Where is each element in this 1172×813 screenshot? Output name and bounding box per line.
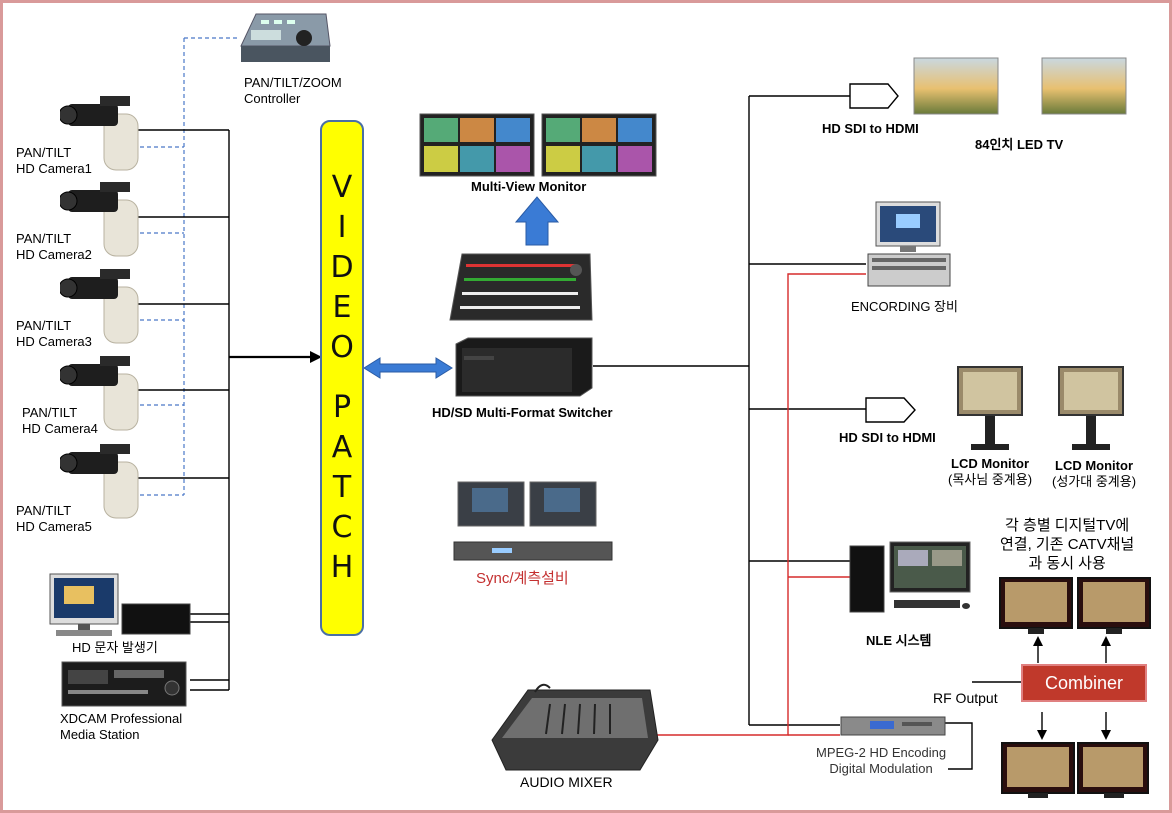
- switcher-device: [454, 336, 594, 403]
- video-patch-letter: H: [330, 550, 354, 585]
- led-tv-device: [912, 56, 1130, 123]
- ptz-controller-device: [236, 6, 331, 68]
- digital-tv-note: 각 층별 디지털TV에 연결, 기존 CATV채널 과 동시 사용: [1000, 517, 1135, 572]
- sync-device: [452, 478, 614, 571]
- char-generator-label: HD 문자 발생기: [72, 640, 158, 655]
- camera-icon: [58, 352, 142, 437]
- nle-device: [846, 540, 972, 623]
- nle-label: NLE 시스템: [866, 633, 932, 648]
- switcher-label: HD/SD Multi-Format Switcher: [432, 405, 613, 420]
- lcd-monitor-2-label: LCD Monitor (성가대 중계용): [1052, 458, 1137, 489]
- video-patch-letter: C: [331, 510, 353, 545]
- char-generator-device: [48, 572, 193, 643]
- encoding-device: [866, 200, 952, 295]
- video-patch-letter: E: [332, 290, 352, 325]
- mpeg-encoder-device: [840, 716, 946, 741]
- encoding-label: ENCORDING 장비: [851, 299, 958, 314]
- sdi-hdmi-label-1: HD SDI to HDMI: [822, 121, 919, 136]
- sdi-hdmi-label-2: HD SDI to HDMI: [839, 430, 936, 445]
- multiview-monitor-device: [418, 112, 658, 183]
- audio-mixer-label: AUDIO MIXER: [520, 774, 613, 790]
- ptz-controller-label: PAN/TILT/ZOOM Controller: [244, 75, 342, 106]
- video-patch: V I D E O P A T C H: [320, 120, 364, 636]
- video-patch-letter: I: [337, 210, 347, 245]
- video-patch-letter: T: [332, 470, 352, 505]
- rf-output-label: RF Output: [933, 690, 998, 706]
- multiview-label: Multi-View Monitor: [471, 179, 587, 194]
- video-patch-letter: A: [331, 430, 353, 465]
- digital-tv-bottom-device: [1000, 741, 1150, 806]
- video-patch-letter: P: [332, 390, 352, 425]
- lcd-monitor-1-label: LCD Monitor (목사님 중계용): [948, 456, 1033, 487]
- video-patch-letter: V: [331, 170, 353, 205]
- video-patch-letter: O: [330, 330, 354, 365]
- switcher-control-panel: [448, 250, 594, 330]
- led-tv-label: 84인치 LED TV: [975, 137, 1064, 152]
- digital-tv-top-device: [998, 576, 1158, 641]
- camera-icon: [58, 440, 142, 525]
- audio-mixer-device: [490, 680, 660, 780]
- xdcam-label: XDCAM Professional Media Station: [60, 711, 183, 742]
- camera-icon: [58, 178, 142, 263]
- combiner-box: Combiner: [1021, 664, 1147, 702]
- video-patch-letter: D: [330, 250, 354, 285]
- sync-label: Sync/계측설비: [476, 570, 569, 587]
- camera-icon: [58, 265, 142, 350]
- lcd-monitor-1-device: [957, 366, 1025, 459]
- lcd-monitor-2-device: [1058, 366, 1126, 459]
- xdcam-device: [60, 660, 188, 713]
- mpeg-label: MPEG-2 HD Encoding Digital Modulation: [816, 745, 947, 776]
